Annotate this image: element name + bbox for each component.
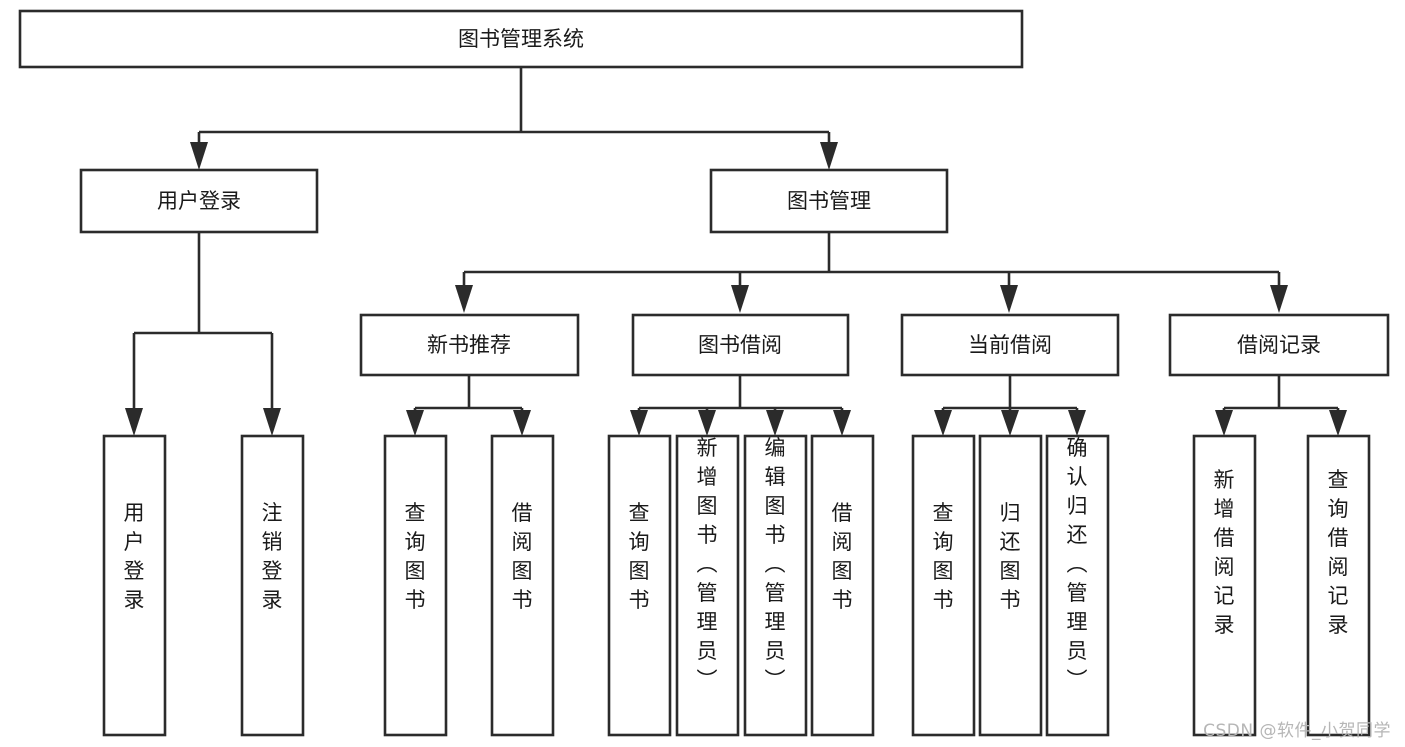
- leaf-label: 归还图书: [1000, 501, 1021, 612]
- node-book-borrow-box[interactable]: [631, 313, 850, 377]
- leaf-box[interactable]: [607, 434, 672, 737]
- node-root-box[interactable]: [18, 9, 1024, 69]
- connector-group-new-book: [406, 375, 531, 436]
- arrow-book-mgmt-child-1: [455, 285, 473, 313]
- node-current-borrow-label: 当前借阅: [968, 333, 1052, 357]
- leaf-box[interactable]: [911, 434, 976, 737]
- leaf-box[interactable]: [1045, 434, 1110, 737]
- arrow-current-borrow-child-3: [1068, 410, 1086, 436]
- node-book-borrow[interactable]: 图书借阅: [631, 313, 850, 377]
- leaf-book-borrow-add-book[interactable]: 新增图书︵管理员︶: [675, 434, 740, 737]
- leaf-label: 新增图书︵管理员︶: [697, 436, 718, 692]
- arrow-new-book-child-2: [513, 410, 531, 436]
- connector-group-book-mgmt: [455, 232, 1288, 313]
- leaf-box[interactable]: [810, 434, 875, 737]
- connector-group-user-login: [125, 232, 281, 436]
- node-book-borrow-label: 图书借阅: [698, 333, 782, 357]
- connector-group-root: [190, 67, 838, 170]
- node-new-book-recommend[interactable]: 新书推荐: [359, 313, 580, 377]
- leaf-box[interactable]: [978, 434, 1043, 737]
- arrow-borrow-record-child-2: [1329, 410, 1347, 436]
- leaf-new-book-query-book[interactable]: 查询图书: [383, 434, 448, 737]
- arrow-book-mgmt-child-4: [1270, 285, 1288, 313]
- node-user-login[interactable]: 用户登录: [79, 168, 319, 234]
- arrow-user-login-child-1: [125, 408, 143, 436]
- leaf-label: 借阅图书: [832, 501, 853, 612]
- leaf-box[interactable]: [1306, 434, 1371, 737]
- leaf-label: 确认归还︵管理员︶: [1067, 436, 1088, 692]
- leaf-label: 查询借阅记录: [1328, 468, 1349, 637]
- leaf-book-borrow-borrow-book[interactable]: 借阅图书: [810, 434, 875, 737]
- arrow-book-borrow-child-3: [766, 410, 784, 436]
- arrow-book-borrow-child-1: [630, 410, 648, 436]
- arrow-book-borrow-child-2: [698, 410, 716, 436]
- leaf-label: 查询图书: [629, 501, 650, 612]
- leaf-user-login-user-login[interactable]: 用户登录: [102, 434, 167, 737]
- arrow-root-to-book-mgmt: [820, 142, 838, 170]
- node-current-borrow[interactable]: 当前借阅: [900, 313, 1120, 377]
- leaf-label: 新增借阅记录: [1214, 468, 1235, 637]
- node-new-book-recommend-label: 新书推荐: [427, 333, 511, 357]
- node-current-borrow-box[interactable]: [900, 313, 1120, 377]
- leaf-box[interactable]: [675, 434, 740, 737]
- node-borrow-record-box[interactable]: [1168, 313, 1390, 377]
- leaf-label: 用户登录: [124, 501, 145, 612]
- connector-group-book-borrow: [630, 375, 851, 436]
- node-new-book-recommend-box[interactable]: [359, 313, 580, 377]
- leaf-borrow-record-query-record[interactable]: 查询借阅记录: [1306, 434, 1371, 737]
- leaf-box[interactable]: [490, 434, 555, 737]
- leaf-book-borrow-query-book[interactable]: 查询图书: [607, 434, 672, 737]
- csdn-watermark: CSDN @软件_小贺同学: [1203, 721, 1391, 741]
- leaf-label: 查询图书: [405, 501, 426, 612]
- leaf-current-borrow-return-book[interactable]: 归还图书: [978, 434, 1043, 737]
- leaf-box[interactable]: [102, 434, 167, 737]
- arrow-borrow-record-child-1: [1215, 410, 1233, 436]
- arrow-book-mgmt-child-3: [1000, 285, 1018, 313]
- node-book-management-label: 图书管理: [787, 189, 871, 213]
- node-book-management[interactable]: 图书管理: [709, 168, 949, 234]
- node-root-label: 图书管理系统: [458, 27, 584, 51]
- node-borrow-record[interactable]: 借阅记录: [1168, 313, 1390, 377]
- arrow-current-borrow-child-1: [934, 410, 952, 436]
- leaf-current-borrow-query-book[interactable]: 查询图书: [911, 434, 976, 737]
- connector-group-current-borrow: [934, 375, 1086, 436]
- leaf-box[interactable]: [240, 434, 305, 737]
- node-borrow-record-label: 借阅记录: [1237, 333, 1321, 357]
- connector-group-borrow-record: [1215, 375, 1347, 436]
- leaf-label: 借阅图书: [512, 501, 533, 612]
- leaf-label: 编辑图书︵管理员︶: [765, 436, 786, 692]
- leaf-box[interactable]: [383, 434, 448, 737]
- arrow-book-borrow-child-4: [833, 410, 851, 436]
- leaf-current-borrow-confirm-return[interactable]: 确认归还︵管理员︶: [1045, 434, 1110, 737]
- leaf-book-borrow-edit-book[interactable]: 编辑图书︵管理员︶: [743, 434, 808, 737]
- arrow-user-login-child-2: [263, 408, 281, 436]
- leaf-box[interactable]: [743, 434, 808, 737]
- arrow-root-to-user-login: [190, 142, 208, 170]
- node-root[interactable]: 图书管理系统: [18, 9, 1024, 69]
- leaf-label: 注销登录: [262, 501, 283, 612]
- node-book-management-box[interactable]: [709, 168, 949, 234]
- arrow-current-borrow-child-2: [1001, 410, 1019, 436]
- arrow-book-mgmt-child-2: [731, 285, 749, 313]
- arrow-new-book-child-1: [406, 410, 424, 436]
- leaf-new-book-borrow-book[interactable]: 借阅图书: [490, 434, 555, 737]
- leaf-borrow-record-add-record[interactable]: 新增借阅记录: [1192, 434, 1257, 737]
- node-user-login-label: 用户登录: [157, 189, 241, 213]
- leaf-box[interactable]: [1192, 434, 1257, 737]
- leaf-user-login-logout[interactable]: 注销登录: [240, 434, 305, 737]
- leaf-label: 查询图书: [933, 501, 954, 612]
- node-user-login-box[interactable]: [79, 168, 319, 234]
